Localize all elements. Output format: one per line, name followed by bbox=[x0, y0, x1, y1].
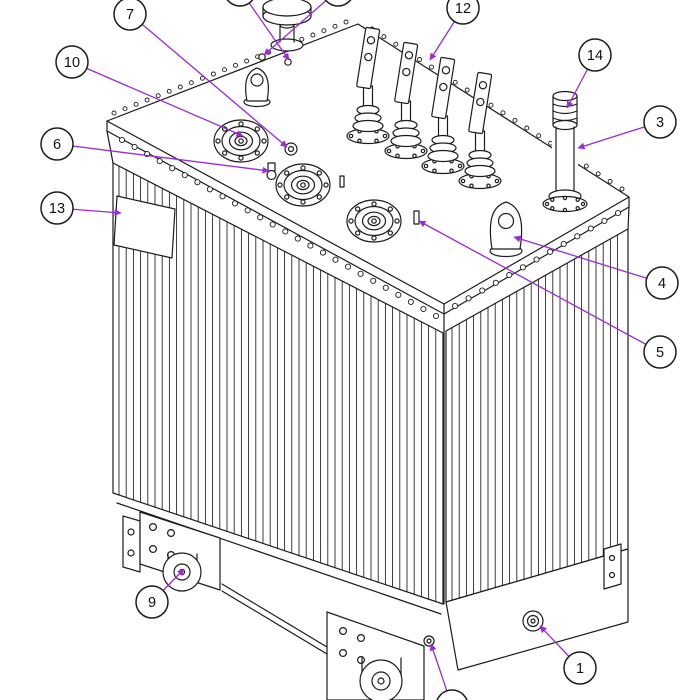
callout-label: 10 bbox=[64, 55, 80, 71]
callout-13: 13 bbox=[40, 191, 74, 225]
hv-bushing bbox=[384, 41, 428, 160]
lv-bushings bbox=[213, 119, 402, 243]
callout-leader-lines bbox=[56, 0, 663, 700]
hv-bushing bbox=[458, 71, 502, 190]
callout-3: 3 bbox=[643, 105, 677, 139]
base-skid-line-1 bbox=[221, 583, 333, 651]
callout-leader-4 bbox=[513, 235, 663, 284]
left-roller-assembly bbox=[122, 511, 221, 592]
hv-bushing-cluster bbox=[346, 26, 502, 190]
radiator-fins-left bbox=[118, 165, 437, 603]
callout-leader-10 bbox=[71, 61, 244, 137]
callout-4: 4 bbox=[645, 266, 679, 300]
callout-12: 12 bbox=[446, 0, 480, 25]
base-skid-line-2 bbox=[221, 590, 333, 658]
callout-label: 14 bbox=[587, 48, 603, 64]
callout-label: 6 bbox=[53, 137, 61, 153]
callout-6: 6 bbox=[40, 127, 74, 161]
callout-1: 1 bbox=[563, 651, 597, 685]
lifting-lug-left bbox=[243, 67, 271, 108]
callout-10: 10 bbox=[55, 45, 89, 79]
callout-label: 9 bbox=[148, 595, 156, 611]
callout-label: 5 bbox=[656, 345, 664, 361]
callout-label: 3 bbox=[656, 115, 664, 131]
callout-label: 13 bbox=[49, 201, 65, 217]
hv-bushing bbox=[346, 26, 390, 145]
callout-balloons: 7 10 6 13 12 14 3 4 5 9 1 bbox=[40, 0, 679, 700]
rear-top-bushing bbox=[262, 0, 312, 52]
transformer-illustration bbox=[106, 0, 630, 700]
callout-hidden bbox=[324, 0, 352, 7]
callout-hidden bbox=[436, 689, 468, 700]
callout-leader-6 bbox=[56, 143, 270, 174]
callout-label: 7 bbox=[126, 7, 134, 23]
callout-label: 12 bbox=[455, 1, 471, 17]
callout-7: 7 bbox=[113, 0, 147, 31]
callout-hidden bbox=[226, 0, 254, 7]
lv-bushing bbox=[275, 163, 331, 207]
filler-pipe bbox=[542, 90, 588, 213]
lv-bushing bbox=[346, 199, 402, 243]
callout-leader-7 bbox=[129, 13, 288, 148]
base-plug bbox=[423, 635, 435, 647]
callout-label: 1 bbox=[576, 661, 584, 677]
hv-bushing bbox=[421, 56, 465, 175]
lifting-lug-right bbox=[489, 201, 523, 258]
right-bottom-bracket bbox=[603, 543, 622, 590]
left-fin-wall bbox=[112, 162, 444, 605]
callout-9: 9 bbox=[135, 585, 169, 619]
drain-valve bbox=[522, 610, 544, 632]
lv-bushing bbox=[213, 119, 269, 163]
front-roller-assembly bbox=[326, 611, 425, 700]
callout-5: 5 bbox=[643, 335, 677, 369]
callout-leader-5 bbox=[418, 220, 661, 353]
callout-label: 4 bbox=[658, 276, 666, 292]
radiator-fins-right bbox=[451, 234, 619, 601]
callout-14: 14 bbox=[578, 38, 612, 72]
rating-plate bbox=[113, 195, 176, 259]
oil-level-cap bbox=[284, 142, 298, 156]
